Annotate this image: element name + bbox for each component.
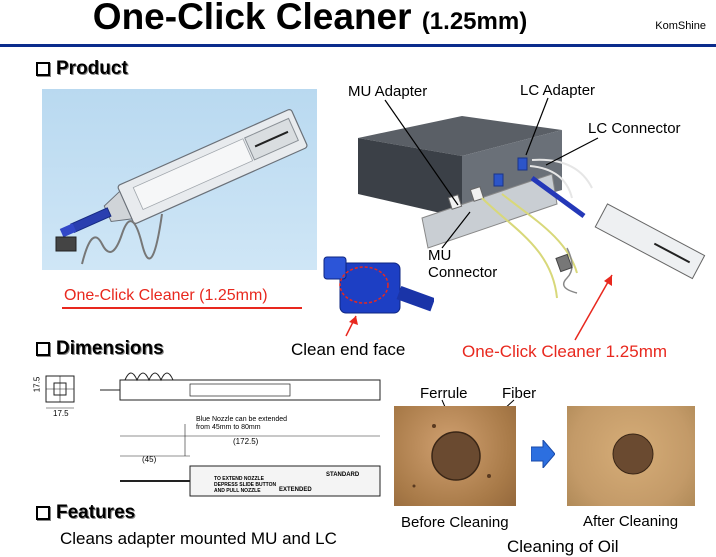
- body-text-line1: TO EXTEND NOZZLE: [214, 476, 264, 482]
- cleaner-illustration: [55, 109, 308, 265]
- dim-height: 17.5: [32, 376, 42, 393]
- lc-connector-label: LC Connector: [588, 120, 681, 137]
- right-caption: One-Click Cleaner 1.25mm: [462, 342, 668, 361]
- product-caption: One-Click Cleaner (1.25mm): [64, 287, 268, 304]
- lc-connector-pointer: [545, 137, 599, 166]
- title-divider: [0, 44, 716, 47]
- after-cleaning-label: After Cleaning: [583, 513, 679, 530]
- lc-adapter-pointer: [525, 97, 549, 156]
- caption-underline: [62, 307, 302, 309]
- mu-adapter-label: MU Adapter: [348, 83, 428, 100]
- after-cleaning-image: [567, 406, 695, 506]
- features-text: Cleans adapter mounted MU and LC: [60, 529, 337, 548]
- cleaning-caption: Cleaning of Oil: [507, 537, 619, 556]
- section-features: Features: [36, 502, 135, 524]
- dimension-drawing: [20, 366, 390, 506]
- red-pointer: [574, 274, 613, 341]
- red-arrowhead: [604, 275, 612, 286]
- ferrule-label: Ferrule: [420, 385, 468, 402]
- body-text-line2: DEPRESS SLIDE BUTTON: [214, 482, 277, 488]
- lc-adapter-label: LC Adapter: [520, 82, 596, 99]
- mu-connector-pointer: [441, 211, 471, 249]
- checkbox-icon: [36, 342, 50, 356]
- nozzle-note-line2: from 45mm to 80mm: [196, 424, 261, 431]
- nozzle-note-line1: Blue Nozzle can be extended: [196, 416, 288, 423]
- title-size: (1.25mm): [421, 8, 528, 35]
- extended-label: EXTENDED: [279, 487, 312, 493]
- before-cleaning-image: [394, 406, 516, 506]
- mu-connector-line2: Connector: [428, 264, 498, 281]
- mu-connector-line1: MU: [428, 247, 452, 264]
- fiber-label: Fiber: [502, 385, 537, 402]
- page-title: One-Click Cleaner (1.25mm): [0, 0, 620, 45]
- dim-partial-length: (45): [142, 455, 157, 464]
- mu-adapter-pointer: [384, 99, 459, 206]
- before-cleaning-label: Before Cleaning: [401, 514, 509, 531]
- section-dimensions-label: Dimensions: [56, 338, 164, 359]
- product-photo: [42, 89, 317, 270]
- checkbox-icon: [36, 506, 50, 520]
- nozzle-note: Blue Nozzle can be extended from 45mm to…: [196, 416, 287, 432]
- section-features-label: Features: [56, 502, 136, 523]
- clean-end-face-label: Clean end face: [291, 340, 406, 359]
- body-text-line3: AND PULL NOZZLE: [214, 488, 261, 494]
- dim-total-length: (172.5): [233, 437, 259, 446]
- end-face-arrowhead: [349, 316, 358, 325]
- section-product-label: Product: [56, 58, 128, 79]
- connector-photo: [318, 245, 436, 333]
- checkbox-icon: [36, 62, 50, 76]
- section-dimensions: Dimensions: [36, 338, 164, 360]
- brand-name: KomShine: [655, 20, 706, 32]
- body-text: TO EXTEND NOZZLE DEPRESS SLIDE BUTTON AN…: [214, 476, 276, 494]
- standard-label: STANDARD: [326, 472, 360, 478]
- section-product: Product: [36, 58, 128, 80]
- mu-connector-label: MU Connector: [428, 247, 497, 281]
- dim-width: 17.5: [53, 409, 69, 418]
- title-main: One-Click Cleaner: [92, 0, 412, 37]
- arrow-right-icon: [530, 438, 556, 470]
